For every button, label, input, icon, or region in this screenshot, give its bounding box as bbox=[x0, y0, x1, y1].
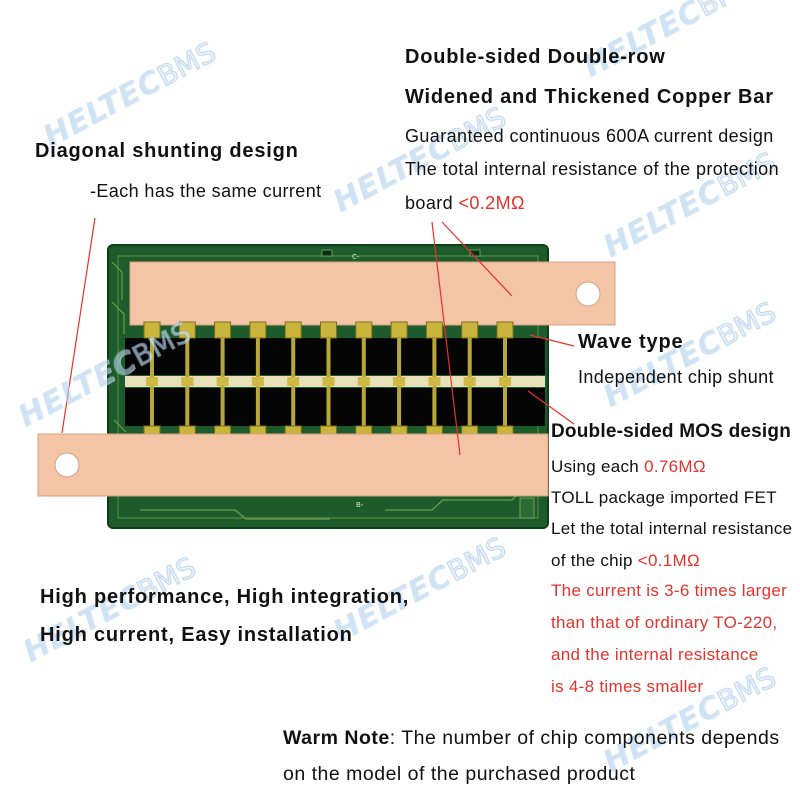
mos-total-resistance-text: Let the total internal resistance bbox=[551, 519, 793, 538]
mosfet-top-lead bbox=[390, 321, 408, 339]
mosfet-top-lead bbox=[178, 321, 196, 339]
wave-title: Wave type bbox=[578, 331, 684, 353]
mosfet-row-lower bbox=[125, 388, 545, 426]
warm-note-line-1: Warm Note: The number of chip components… bbox=[283, 727, 780, 750]
copper-bar-title-line-1: Double-sided Double-row bbox=[405, 46, 666, 68]
warm-note-text: : The number of chip components depends bbox=[389, 727, 780, 749]
mos-comparison-line: than that of ordinary TO-220, bbox=[551, 613, 778, 632]
pcb-left-trace bbox=[111, 261, 127, 433]
mosfet-center-pad bbox=[393, 377, 406, 386]
features-line-2: High current, Easy installation bbox=[40, 624, 353, 646]
mos-chip-resistance-line: of the chip <0.1MΩ bbox=[551, 551, 700, 571]
mosfet-top-lead bbox=[214, 321, 232, 339]
mosfet-center-strip bbox=[125, 376, 545, 387]
mos-resistance-each-line: Using each 0.76MΩ bbox=[551, 457, 706, 477]
top-copper-bar-hole bbox=[575, 281, 601, 307]
mos-comparison-line: is 4-8 times smaller bbox=[551, 677, 704, 696]
mosfet-top-lead bbox=[249, 321, 267, 339]
mosfet-top-lead bbox=[496, 321, 514, 339]
mos-resistance-each-value: 0.76MΩ bbox=[644, 457, 706, 476]
callout-line-diagonal bbox=[61, 217, 96, 434]
mos-comparison-line: The current is 3-6 times larger bbox=[551, 581, 788, 600]
diagonal-title: Diagonal shunting design bbox=[35, 140, 299, 162]
mosfet-center-pad bbox=[181, 377, 194, 386]
mosfet-row-upper bbox=[125, 338, 545, 375]
callout-line-copper-bar-lower bbox=[431, 221, 461, 456]
copper-bar-resistance-prefix: board bbox=[405, 193, 459, 213]
callout-lines bbox=[61, 217, 575, 456]
board-label-top: C- bbox=[352, 253, 360, 261]
pcb-component bbox=[519, 497, 535, 519]
mosfet-top-lead bbox=[461, 321, 479, 339]
mos-comparison-line: and the internal resistance bbox=[551, 645, 759, 664]
mosfet-center-pad bbox=[499, 377, 511, 386]
callout-line-copper-bar-upper bbox=[441, 221, 513, 297]
mosfet-top-lead bbox=[355, 321, 373, 339]
callout-line-wave bbox=[529, 334, 575, 347]
mos-title: Double-sided MOS design bbox=[551, 421, 792, 442]
copper-bar-title-line-2: Widened and Thickened Copper Bar bbox=[405, 86, 774, 108]
mosfet-center-pad bbox=[251, 377, 264, 386]
top-copper-bar bbox=[129, 261, 616, 326]
mos-chip-resistance-value: <0.1MΩ bbox=[637, 551, 700, 570]
pcb-component bbox=[321, 249, 333, 257]
mosfet-center-pad bbox=[428, 377, 441, 386]
mosfet-center-pad bbox=[216, 377, 229, 386]
mosfet-top-lead bbox=[425, 321, 443, 339]
mosfet-center-pad bbox=[322, 377, 335, 386]
board-label-bottom: B- bbox=[356, 501, 364, 509]
mos-chip-resistance-prefix: of the chip bbox=[551, 551, 638, 570]
mos-package-text: TOLL package imported FET bbox=[551, 488, 777, 507]
warm-note-label: Warm Note bbox=[283, 727, 390, 749]
mosfet-top-lead bbox=[143, 321, 161, 339]
mosfet-top-lead bbox=[284, 321, 302, 339]
pcb-component bbox=[469, 249, 481, 257]
bottom-copper-bar-hole bbox=[54, 452, 80, 478]
pcb-bottom-trace bbox=[140, 489, 523, 520]
copper-bar-resistance-text: The total internal resistance of the pro… bbox=[405, 159, 780, 179]
copper-bar-resistance-value: <0.2MΩ bbox=[458, 193, 525, 213]
bottom-copper-bar bbox=[37, 433, 549, 497]
warm-note-line-2: on the model of the purchased product bbox=[283, 763, 636, 785]
features-line-1: High performance, High integration, bbox=[40, 586, 410, 608]
copper-bar-resistance-line: board <0.2MΩ bbox=[405, 193, 525, 215]
mosfet-center-pad bbox=[357, 377, 370, 386]
copper-bar-current-text: Guaranteed continuous 600A current desig… bbox=[405, 126, 774, 146]
wave-description: Independent chip shunt bbox=[578, 367, 774, 387]
diagonal-description: -Each has the same current bbox=[90, 181, 322, 201]
mosfet-top-lead bbox=[320, 321, 337, 339]
callout-line-mos bbox=[527, 390, 575, 425]
mosfet-center-pad bbox=[287, 377, 300, 386]
pcb-outline-trace bbox=[117, 255, 539, 519]
mosfet-center-pad bbox=[463, 377, 476, 386]
mos-resistance-each-prefix: Using each bbox=[551, 457, 645, 476]
mosfet-center-pad bbox=[146, 377, 158, 386]
